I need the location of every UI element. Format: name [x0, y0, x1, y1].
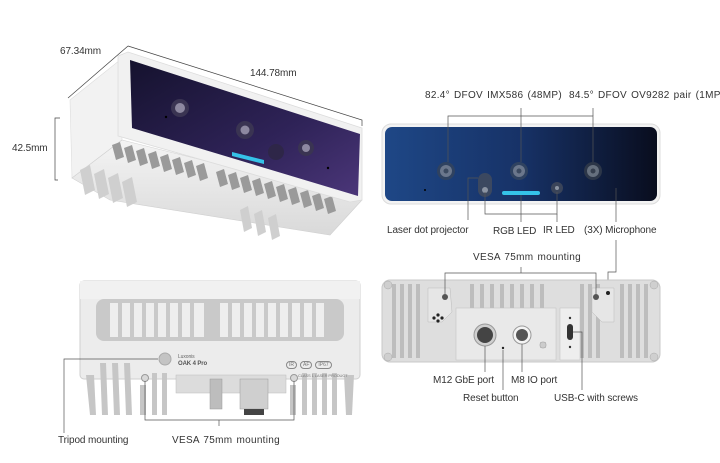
iso-lens-left: [171, 99, 189, 117]
callout-m8-io-port: M8 IO port: [511, 375, 558, 386]
cert-badges: IR AF IP67: [286, 361, 332, 369]
bottom-camera-illustration: [63, 280, 361, 433]
depth-dimension-line: [67, 45, 129, 99]
front-led-strip: [502, 191, 540, 195]
callout-ir-led: IR LED: [543, 225, 575, 236]
height-dimension-line: [54, 117, 60, 181]
usb-c-port: [567, 324, 573, 340]
callout-vesa-bottom: VESA 75mm mounting: [172, 435, 281, 446]
callout-rgb-camera: 82.4° DFOV IMX586 (48MP): [425, 90, 563, 101]
badge-ip67: IP67: [315, 361, 332, 369]
callout-vesa-rear: VESA 75mm mounting: [473, 252, 582, 263]
tripod-mount-hole: [158, 352, 172, 366]
vesa-hole-bottom-right: [290, 374, 298, 382]
height-dimension-label: 42.5mm: [12, 143, 48, 154]
vesa-hole-right: [593, 294, 599, 300]
callout-tripod-mount: Tripod mounting: [58, 435, 129, 446]
callout-stereo-pair: 84.5° DFOV OV9282 pair (1MP): [569, 90, 720, 101]
front-lens-right: [584, 162, 602, 180]
bottom-m8-connector: [209, 378, 223, 410]
width-dimension-line: [127, 45, 363, 126]
callout-m12-gbe-port: M12 GbE port: [433, 375, 495, 386]
callout-rgb-led: RGB LED: [493, 226, 537, 237]
front-lens-center: [510, 162, 528, 180]
front-view: 82.4° DFOV IMX586 (48MP) 84.5° DFOV OV92…: [370, 80, 720, 250]
callout-usb-c: USB-C with screws: [554, 393, 638, 404]
iso-camera-illustration: [54, 45, 363, 240]
iso-lens-center: [236, 121, 254, 139]
model-label: OAK 4 Pro: [178, 361, 208, 367]
laser-class-label: CLASS 1 LASER PRODUCT: [298, 373, 348, 378]
iso-lens-right: [298, 140, 314, 156]
front-camera-illustration: [381, 108, 661, 222]
rear-microphone-hole: [606, 291, 610, 295]
front-lens-left: [437, 162, 455, 180]
width-dimension-label: 144.78mm: [250, 68, 297, 79]
badge-ir: IR: [286, 361, 297, 369]
bottom-m12-connector: [239, 378, 269, 410]
iso-view: 67.34mm 144.78mm 42.5mm: [0, 0, 370, 240]
iso-led-strip: [232, 152, 264, 164]
badge-af: AF: [300, 361, 313, 369]
vesa-hole-bottom-left: [141, 374, 149, 382]
callout-microphone: (3X) Microphone: [584, 225, 657, 236]
callout-reset-button: Reset button: [463, 393, 519, 404]
depth-dimension-label: 67.34mm: [60, 46, 101, 57]
callout-laser-dot-projector: Laser dot projector: [387, 225, 469, 236]
rear-view: VESA 75mm mounting M12 GbE port M8 IO po…: [370, 240, 720, 410]
laser-projector-window: [478, 173, 492, 197]
brand-label: Luxonis: [178, 354, 195, 360]
iso-ir-emitter: [268, 144, 284, 160]
bottom-view: Luxonis OAK 4 Pro IR AF IP67 CLASS 1 LAS…: [40, 275, 380, 463]
vesa-hole-left: [442, 294, 448, 300]
rear-camera-illustration: [381, 240, 661, 390]
reset-button-hole: [501, 346, 505, 350]
